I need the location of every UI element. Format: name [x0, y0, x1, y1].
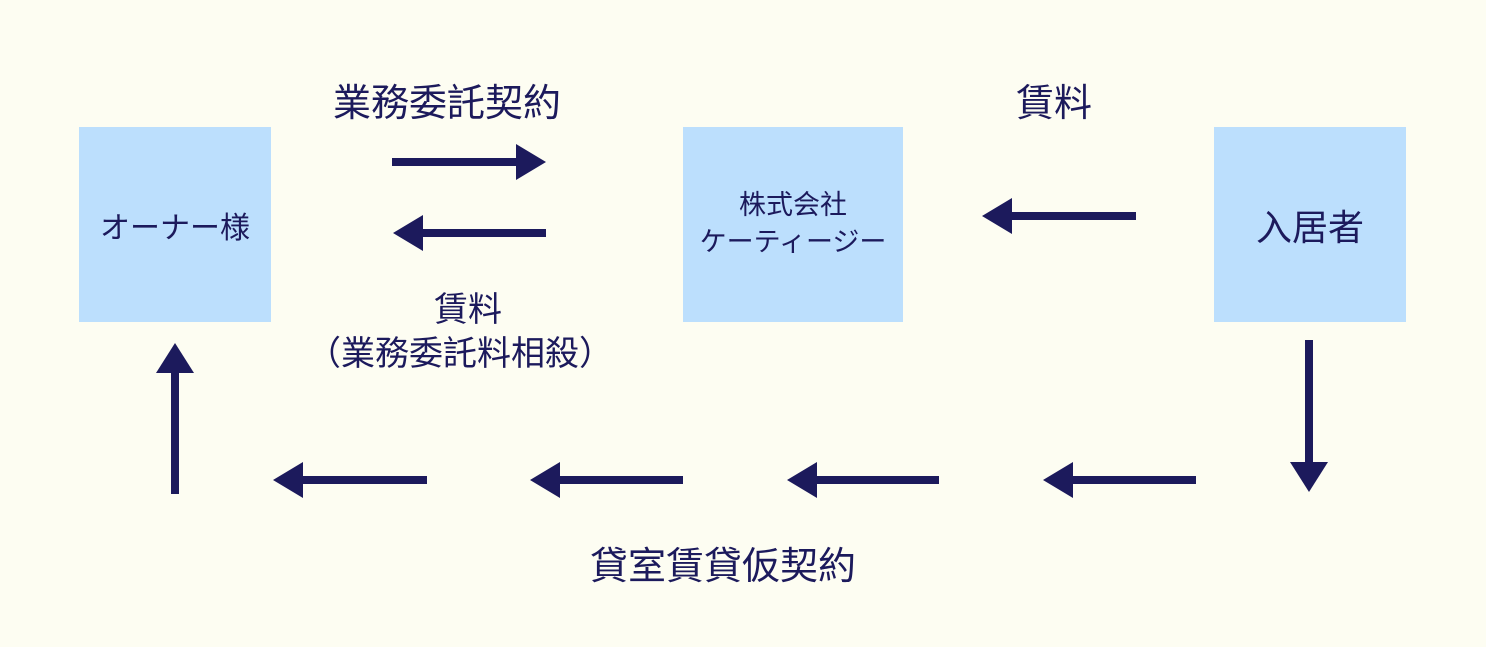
rent-offset-label: （業務委託料相殺） [307, 334, 613, 374]
contract-arrow-right [392, 144, 546, 180]
tenant-label: 入居者 [1255, 207, 1364, 249]
lease-arrow-2 [787, 462, 939, 498]
company-label-line2: ケーティージー [699, 226, 887, 258]
tenant-down-arrow [1290, 340, 1328, 492]
company-label-line1: 株式会社 [739, 190, 847, 222]
company-box: 株式会社 ケーティージー [683, 127, 903, 322]
business-contract-label: 業務委託契約 [333, 81, 562, 125]
lease-arrow-3 [530, 462, 683, 498]
rent-arrow-left-owner [393, 215, 546, 251]
rent-top-label: 賃料 [1016, 81, 1093, 125]
tenant-box: 入居者 [1214, 127, 1406, 322]
rent-arrow-left-company [982, 198, 1136, 234]
owner-box: オーナー様 [79, 127, 271, 322]
rent-middle-label: 賃料 [434, 290, 502, 330]
owner-label: オーナー様 [100, 210, 250, 246]
lease-arrow-1 [1043, 462, 1196, 498]
lease-contract-label: 貸室賃貸仮契約 [590, 544, 857, 588]
owner-up-arrow [156, 343, 194, 494]
lease-arrow-4 [273, 462, 427, 498]
